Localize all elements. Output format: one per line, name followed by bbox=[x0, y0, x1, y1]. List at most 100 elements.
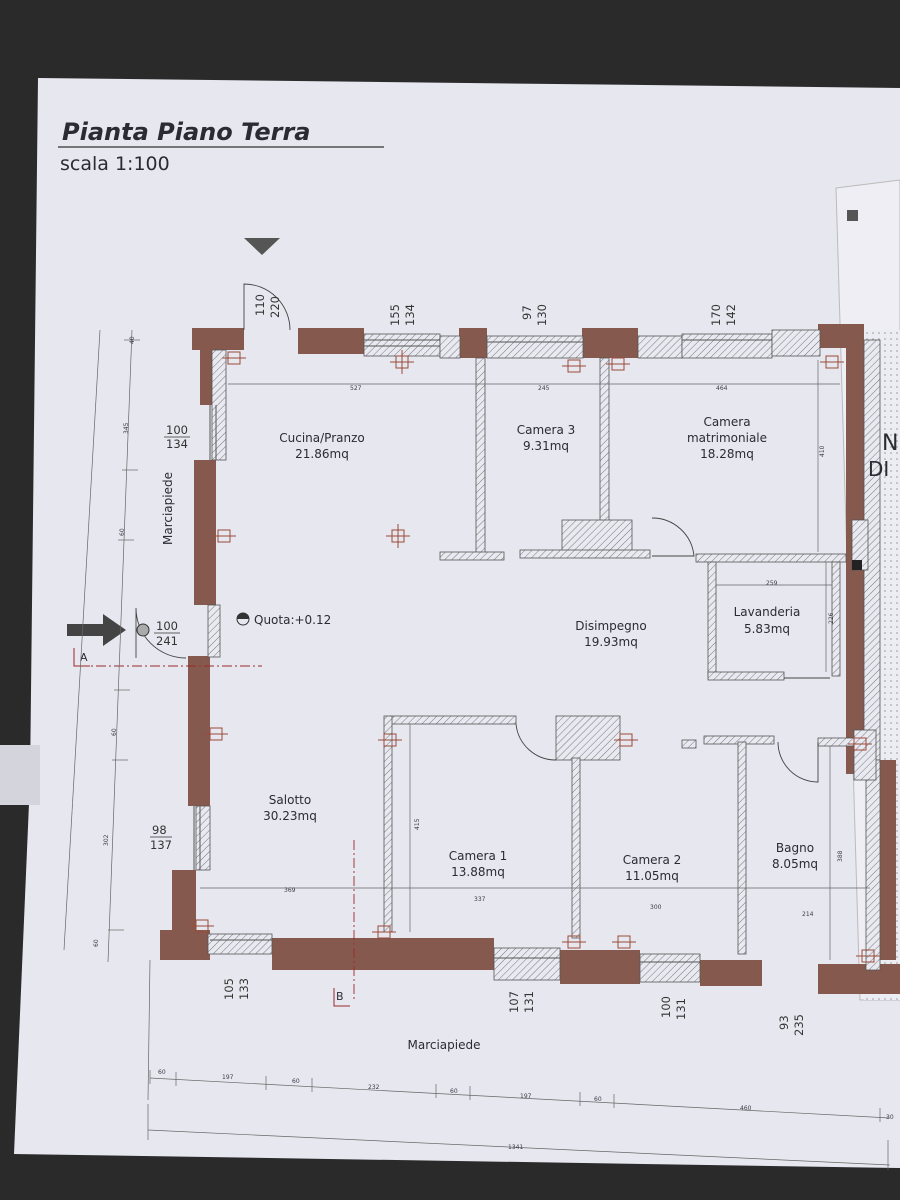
room-cucina: Cucina/Pranzo 21.86mq bbox=[279, 431, 364, 461]
dim-ext-2: 197 bbox=[222, 1074, 234, 1081]
section-marker-b bbox=[333, 988, 350, 1007]
dim-ext-1: 60 bbox=[158, 1069, 166, 1076]
dim-ext-7: 60 bbox=[594, 1096, 602, 1103]
dim-bottom-1: 369 bbox=[284, 887, 296, 894]
room-area: 8.05mq bbox=[772, 857, 818, 871]
left-dimension-chain bbox=[63, 329, 140, 963]
room-name: Salotto bbox=[269, 793, 311, 807]
room-camera2: Camera 2 11.05mq bbox=[623, 853, 682, 883]
room-area: 18.28mq bbox=[700, 447, 754, 461]
dim-left-2: 345 bbox=[123, 422, 130, 434]
room-camera1: Camera 1 13.88mq bbox=[449, 849, 508, 879]
svg-text:170: 170 bbox=[709, 304, 723, 326]
exterior-walls bbox=[160, 324, 900, 994]
dim-ext-5: 60 bbox=[450, 1088, 458, 1095]
light-point-markers bbox=[190, 350, 880, 963]
svg-text:241: 241 bbox=[156, 634, 178, 648]
dim-left-4: 60 bbox=[111, 728, 118, 736]
svg-text:142: 142 bbox=[724, 304, 738, 326]
svg-text:100: 100 bbox=[166, 423, 188, 437]
opening-top-door: 110 220 bbox=[253, 294, 282, 318]
room-name: Cucina/Pranzo bbox=[279, 431, 364, 445]
opening-top-window-1: 155 134 bbox=[388, 304, 417, 326]
section-marker-a bbox=[73, 648, 90, 667]
opening-top-window-2: 97 130 bbox=[520, 304, 549, 326]
dim-top-1: 527 bbox=[350, 385, 362, 392]
dim-left-5: 302 bbox=[103, 834, 110, 846]
room-name: Camera 3 bbox=[517, 423, 576, 437]
room-disimpegno: Disimpegno 19.93mq bbox=[575, 619, 646, 649]
room-lavanderia: Lavanderia 5.83mq bbox=[734, 605, 801, 636]
svg-text:220: 220 bbox=[268, 296, 282, 318]
dim-camera1-height: 415 bbox=[414, 818, 421, 830]
entrance-marker-icon bbox=[136, 623, 150, 637]
opening-left-window-2: 98 137 bbox=[150, 823, 172, 852]
svg-text:155: 155 bbox=[388, 304, 402, 326]
opening-entrance: 100 241 bbox=[154, 619, 180, 648]
room-area: 21.86mq bbox=[295, 447, 349, 461]
room-area: 13.88mq bbox=[451, 865, 505, 879]
dimension-values: 527 245 464 259 226 410 369 337 300 214 … bbox=[93, 336, 894, 1151]
room-name-line2: matrimoniale bbox=[687, 431, 767, 445]
bottom-dimension-chains bbox=[147, 959, 891, 1170]
opening-left-window-1: 100 134 bbox=[164, 423, 190, 451]
dim-lav-height: 226 bbox=[828, 612, 835, 624]
dim-ext-3: 60 bbox=[292, 1078, 300, 1085]
dim-total: 1341 bbox=[508, 1144, 523, 1151]
svg-text:93: 93 bbox=[777, 1015, 791, 1030]
room-area: 9.31mq bbox=[523, 439, 569, 453]
svg-text:100: 100 bbox=[659, 996, 673, 1018]
floor-level-label: Quota:+0.12 bbox=[254, 613, 331, 627]
dim-ext-4: 232 bbox=[368, 1084, 380, 1091]
room-matrimoniale: Camera matrimoniale 18.28mq bbox=[687, 415, 767, 461]
paper-fold-shadow bbox=[0, 745, 40, 805]
opening-bottom-window-1: 105 133 bbox=[222, 978, 251, 1000]
dim-lav-width: 259 bbox=[766, 580, 778, 587]
svg-text:107: 107 bbox=[507, 991, 521, 1013]
room-name-line1: Camera bbox=[703, 415, 750, 429]
drawing-scale: scala 1:100 bbox=[60, 153, 170, 175]
svg-text:110: 110 bbox=[253, 294, 267, 316]
drawing-title: Pianta Piano Terra bbox=[62, 118, 310, 146]
room-name: Lavanderia bbox=[734, 605, 801, 619]
main-entry-arrow-icon bbox=[67, 614, 126, 646]
svg-text:105: 105 bbox=[222, 978, 236, 1000]
interior-dimension-lines bbox=[200, 360, 870, 960]
svg-text:131: 131 bbox=[674, 998, 688, 1020]
opening-top-window-3: 170 142 bbox=[709, 304, 738, 326]
section-a-label: A bbox=[80, 651, 88, 664]
room-area: 30.23mq bbox=[263, 809, 317, 823]
door-swings bbox=[135, 283, 830, 783]
sidewalk-side-label: Marciapiede bbox=[161, 472, 175, 545]
dim-top-3: 464 bbox=[716, 385, 728, 392]
adjacent-lot-marker bbox=[847, 210, 858, 221]
room-area: 19.93mq bbox=[584, 635, 638, 649]
dim-left-6: 60 bbox=[93, 939, 100, 947]
room-name: Disimpegno bbox=[575, 619, 646, 633]
opening-bottom-window-3: 100 131 bbox=[659, 996, 688, 1020]
edge-label-di: DI bbox=[868, 457, 889, 481]
svg-text:235: 235 bbox=[792, 1014, 806, 1036]
dim-ext-6: 197 bbox=[520, 1093, 532, 1100]
room-area: 11.05mq bbox=[625, 869, 679, 883]
electrical-box-marker bbox=[852, 560, 862, 570]
dim-ext-9: 30 bbox=[886, 1114, 894, 1121]
interior-partitions bbox=[383, 357, 877, 955]
dim-bottom-4: 214 bbox=[802, 911, 814, 918]
top-entry-arrow-icon bbox=[244, 238, 280, 255]
window-openings bbox=[193, 339, 772, 963]
svg-text:131: 131 bbox=[522, 991, 536, 1013]
room-name: Bagno bbox=[776, 841, 814, 855]
svg-text:134: 134 bbox=[166, 437, 188, 451]
section-b-label: B bbox=[336, 990, 344, 1003]
opening-bottom-door: 93 235 bbox=[777, 1014, 806, 1036]
svg-text:130: 130 bbox=[535, 304, 549, 326]
section-lines bbox=[78, 665, 355, 1000]
dim-top-2: 245 bbox=[538, 385, 550, 392]
opening-bottom-window-2: 107 131 bbox=[507, 991, 536, 1013]
dim-left-3: 60 bbox=[119, 528, 126, 536]
sidewalk-bottom-label: Marciapiede bbox=[408, 1038, 481, 1052]
svg-text:137: 137 bbox=[150, 838, 172, 852]
edge-label-n: N bbox=[882, 431, 898, 456]
